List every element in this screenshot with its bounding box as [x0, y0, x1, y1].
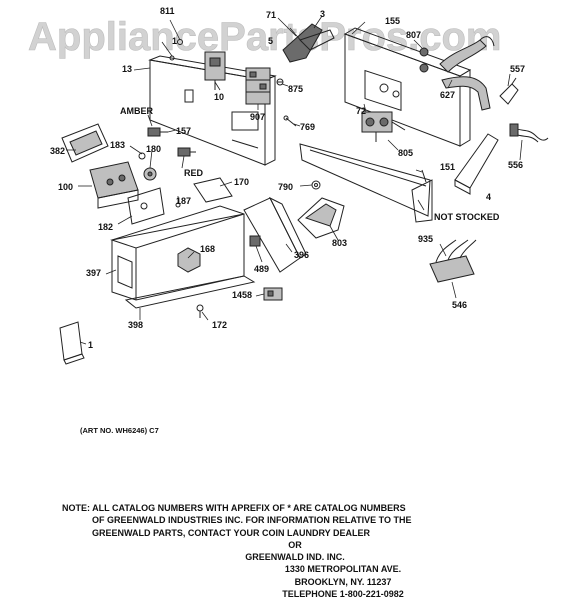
callout-not-stocked: NOT STOCKED	[434, 212, 500, 222]
callout-labels: 811 1 71 3 5 155 807 627 557 13 10 875 9…	[50, 6, 525, 350]
manual-booklet-part	[59, 321, 85, 365]
callout-187: 187	[176, 196, 191, 206]
callout-557: 557	[510, 64, 525, 74]
back-panel-part	[343, 27, 472, 147]
callout-1-top: 1	[172, 36, 177, 46]
callout-170: 170	[234, 177, 249, 187]
end-bracket-part	[454, 133, 499, 195]
callout-amber: AMBER	[120, 106, 153, 116]
note-line-7: BROOKLYN, NY. 11237	[294, 576, 392, 587]
callout-10: 10	[214, 92, 224, 102]
callout-155: 155	[385, 16, 400, 26]
callout-180: 180	[146, 144, 161, 154]
fitting-part	[276, 78, 284, 86]
clip-part	[499, 77, 519, 105]
callout-72: 72	[356, 106, 366, 116]
callout-168: 168	[200, 244, 215, 254]
side-shield-part	[243, 196, 307, 273]
callout-red: RED	[184, 168, 204, 178]
mounting-rail-part	[299, 143, 433, 223]
watermark-text: AppliancePartsPros.com	[28, 15, 502, 59]
callout-1458: 1458	[232, 290, 252, 300]
knob-part	[138, 152, 157, 181]
note-line-5: GREENWALD IND. INC.	[245, 552, 345, 563]
control-panel-part	[148, 55, 277, 166]
callout-13: 13	[122, 64, 132, 74]
callout-100: 100	[58, 182, 73, 192]
note-line-6: 1330 METROPOLITAN AVE.	[284, 564, 402, 575]
hinge-bracket-part	[277, 15, 335, 63]
callout-803: 803	[332, 238, 347, 248]
callout-546: 546	[452, 300, 467, 310]
console-housing-part	[110, 205, 245, 301]
note-line-8: TELEPHONE 1-800-221-0982	[282, 589, 404, 600]
screw-172-part	[196, 304, 204, 318]
base-plate-part	[124, 275, 256, 309]
callout-382: 382	[50, 146, 65, 156]
callout-157: 157	[176, 126, 191, 136]
connector-part	[429, 239, 477, 283]
callout-3: 3	[320, 9, 325, 19]
callout-811: 811	[160, 6, 175, 16]
leader-lines	[66, 21, 523, 345]
callout-172: 172	[212, 320, 227, 330]
note-line-4: OR	[288, 539, 302, 550]
water-valve-part	[361, 111, 406, 142]
bezel-part	[61, 123, 109, 163]
callout-556: 556	[508, 160, 523, 170]
screw-769-part	[283, 115, 297, 127]
pin-part	[421, 169, 427, 183]
callout-182: 182	[98, 222, 113, 232]
note-line-2: OF GREENWALD INDUSTRIES INC. FOR INFORMA…	[92, 515, 412, 526]
nut-part	[419, 47, 429, 73]
callout-71: 71	[266, 10, 276, 20]
callout-790: 790	[278, 182, 293, 192]
callout-183: 183	[110, 140, 125, 150]
callout-151: 151	[440, 162, 455, 172]
callout-397: 397	[86, 268, 101, 278]
callout-627: 627	[440, 90, 455, 100]
callout-805: 805	[398, 148, 413, 158]
bracket-plate-part	[127, 187, 165, 225]
label-plate-part	[193, 177, 233, 203]
coin-box-part	[89, 161, 139, 209]
catalog-note: NOTE: ALL CATALOG NUMBERS WITH APREFIX O…	[62, 502, 492, 600]
callout-769: 769	[300, 122, 315, 132]
callout-935: 935	[418, 234, 433, 244]
callout-1-bottom: 1	[88, 340, 93, 350]
note-line-3: GREENWALD PARTS, CONTACT YOUR COIN LAUND…	[92, 527, 371, 538]
indicator-light-red-part	[177, 147, 196, 157]
callout-875: 875	[288, 84, 303, 94]
art-number: (ART NO. WH6246) C7	[80, 426, 159, 435]
wire-harness-part	[509, 123, 549, 143]
callout-807: 807	[406, 30, 421, 40]
note-line-1: NOTE: ALL CATALOG NUMBERS WITH APREFIX O…	[62, 503, 406, 513]
grommet-part	[311, 180, 321, 190]
clamp-part	[249, 235, 261, 247]
relay-part	[263, 287, 283, 301]
screw-part	[169, 19, 183, 61]
callout-907: 907	[250, 112, 265, 122]
switch-module-part	[204, 51, 226, 90]
callout-5: 5	[268, 36, 273, 46]
callout-398: 398	[128, 320, 143, 330]
hose-part	[439, 36, 495, 111]
indicator-light-amber-part	[147, 127, 168, 137]
callout-489: 489	[254, 264, 269, 274]
motor-bracket-part	[297, 197, 345, 239]
terminal-block-part	[245, 67, 271, 105]
callout-4: 4	[486, 192, 491, 202]
callout-396: 396	[294, 250, 309, 260]
